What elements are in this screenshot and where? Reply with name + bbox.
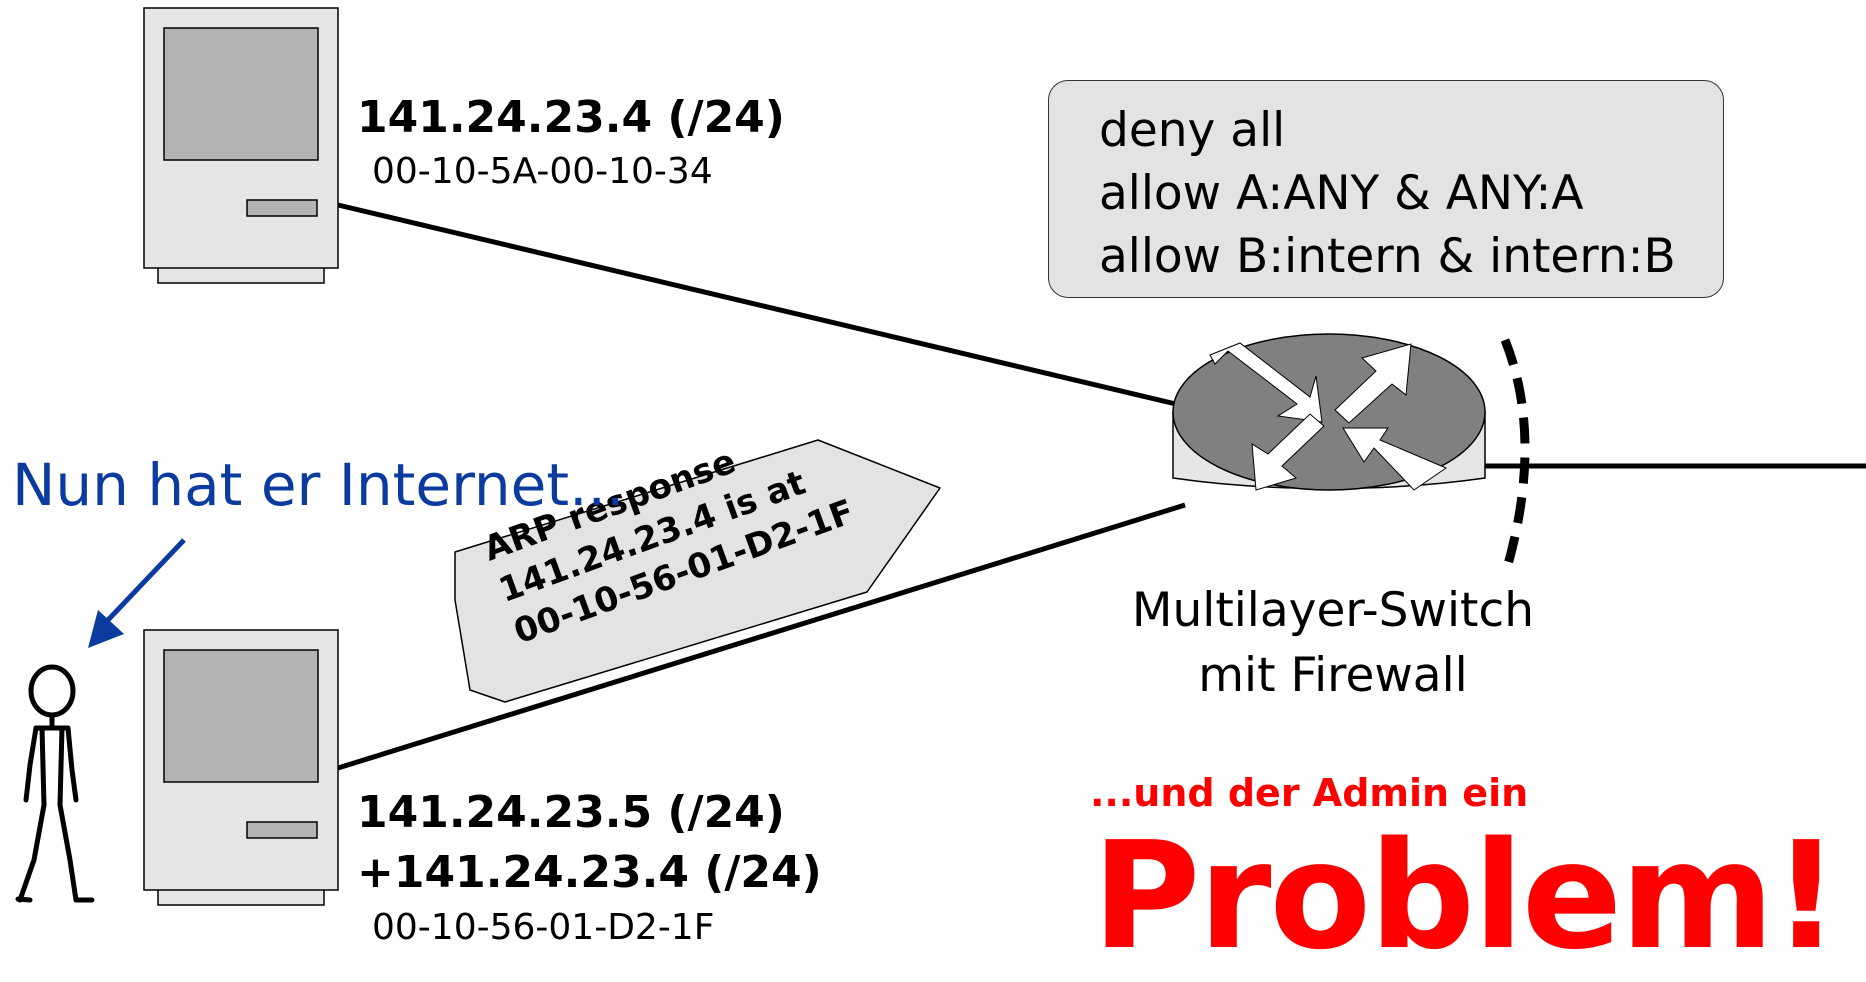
switch-label-2: mit Firewall	[1198, 648, 1468, 703]
firewall-rules-box: deny all allow A:ANY & ANY:A allow B:int…	[1048, 80, 1724, 298]
firewall-boundary	[1500, 338, 1530, 577]
host-b-mac: 00-10-56-01-D2-1F	[372, 907, 715, 948]
host-b-ip-spoofed: +141.24.23.4 (/24)	[357, 847, 822, 898]
rule-line-2: allow A:ANY & ANY:A	[1099, 166, 1584, 221]
computer-b-icon	[143, 629, 339, 906]
router-icon	[1172, 333, 1486, 491]
arp-packet-shape	[454, 439, 941, 703]
host-a-ip: 141.24.23.4 (/24)	[357, 92, 785, 143]
internet-annotation: Nun hat er Internet...	[12, 451, 625, 519]
link-host-b-switch	[337, 502, 1186, 771]
network-diagram	[15, 7, 1866, 906]
rule-line-1: deny all	[1099, 103, 1286, 158]
rule-line-3: allow B:intern & intern:B	[1099, 229, 1676, 284]
host-a-mac: 00-10-5A-00-10-34	[372, 151, 713, 192]
switch-label-1: Multilayer-Switch	[1131, 583, 1535, 638]
link-host-a-switch	[337, 202, 1181, 408]
computer-a-icon	[143, 7, 339, 284]
annotation-arrow	[88, 538, 186, 648]
admin-annotation: ...und der Admin ein	[1090, 771, 1529, 815]
problem-headline: Problem!	[1092, 810, 1840, 982]
user-stick-figure-icon	[15, 664, 95, 903]
host-b-ip-primary: 141.24.23.5 (/24)	[357, 787, 785, 838]
